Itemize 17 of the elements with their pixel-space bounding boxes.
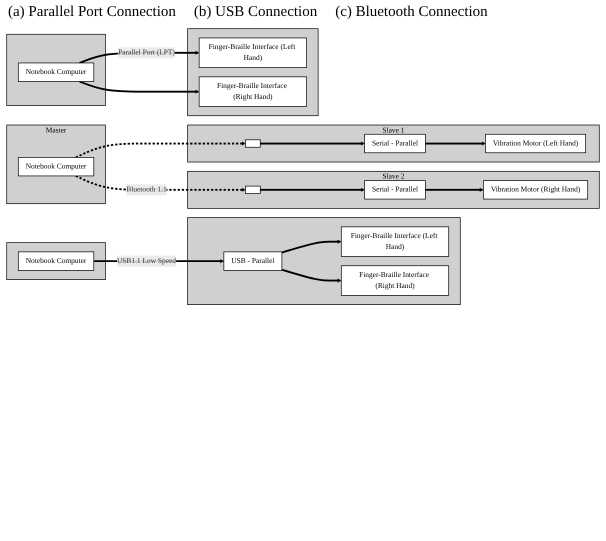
arrow: [282, 240, 342, 254]
node-box: [245, 139, 261, 148]
arrow: [282, 268, 342, 283]
arrow: [79, 80, 200, 94]
cluster: [187, 28, 318, 116]
cluster: [187, 217, 461, 305]
section-heading: (b) USB Connection: [194, 4, 318, 21]
arrow: [425, 141, 486, 146]
arrow: [425, 188, 484, 192]
arrow: [75, 141, 246, 158]
cluster: [6, 242, 106, 280]
arrow: [260, 188, 365, 192]
cluster: [6, 34, 106, 106]
section-heading: (a) Parallel Port Connection: [8, 4, 176, 21]
arrow: [260, 141, 365, 146]
section-heading: (c) Bluetooth Connection: [335, 4, 488, 21]
node-box: [245, 186, 261, 194]
